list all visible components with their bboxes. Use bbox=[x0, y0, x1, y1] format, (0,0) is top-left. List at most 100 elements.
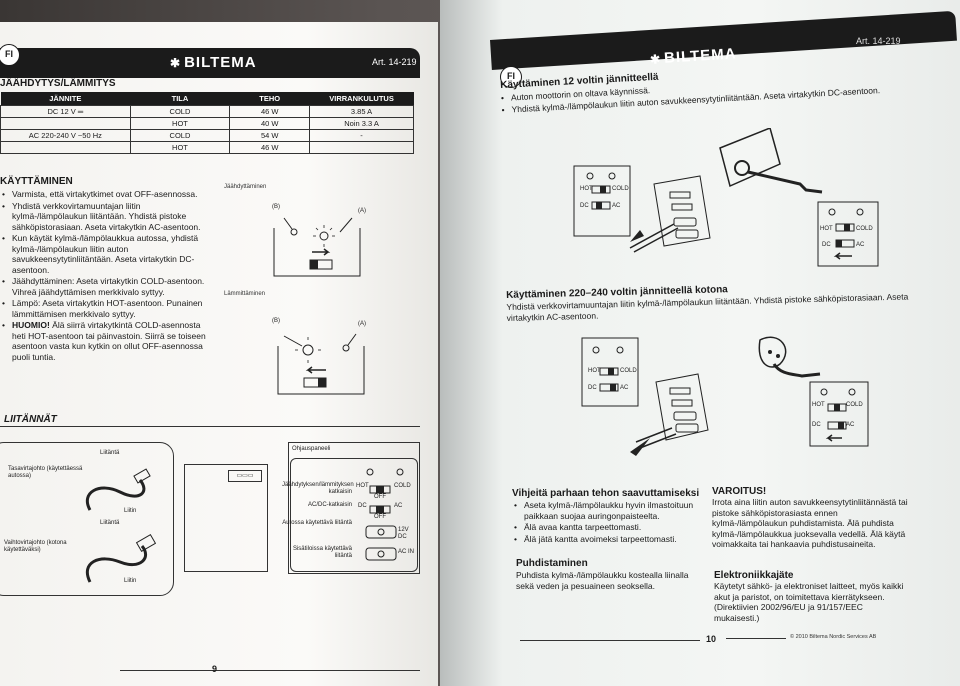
switch-hot-label: HOT bbox=[356, 483, 369, 489]
switch-cold-label: COLD bbox=[394, 483, 411, 489]
section-connections: LIITÄNNÄT bbox=[4, 414, 57, 425]
table-cell: 46 W bbox=[229, 105, 311, 118]
section-usage: KÄYTTÄMINEN bbox=[0, 176, 73, 187]
usage-12v-block: Käyttäminen 12 voltin jännitteellä Auton… bbox=[500, 57, 941, 116]
text-electronic-waste: Käytetyt sähkö- ja elektroniset laitteet… bbox=[714, 581, 904, 623]
table-cell: COLD bbox=[129, 129, 231, 142]
list-item: Lämpö: Aseta virtakytkin HOT-asentoon. P… bbox=[2, 298, 212, 319]
usage-220v-block: Käyttäminen 220–240 voltin jännitteellä … bbox=[506, 278, 947, 323]
bag-side-outline bbox=[184, 464, 268, 572]
switch-dc-label: DC bbox=[358, 503, 367, 509]
table-header: JÄNNITE bbox=[0, 92, 131, 106]
list-item: HUOMIO! Älä siirrä virtakytkintä COLD-as… bbox=[2, 320, 212, 362]
list-item: Yhdistä verkkovirtamuuntajan liitin kylm… bbox=[2, 201, 212, 233]
list-item: Älä jätä kantta avoimeksi tarpeettomasti… bbox=[514, 534, 704, 545]
table-row: HOT 46 W bbox=[0, 141, 414, 154]
switch-hot-label: HOT bbox=[820, 226, 833, 232]
cooling-diagram bbox=[273, 217, 361, 277]
socket-ac-label: AC IN bbox=[398, 549, 415, 555]
section-tips: Vihjeitä parhaan tehon saavuttamiseksi bbox=[512, 488, 700, 499]
switch-dc-label: DC bbox=[580, 203, 589, 209]
left-brand-logo: BILTEMA bbox=[170, 54, 257, 71]
cooling-label-a: (A) bbox=[358, 208, 366, 214]
text-cleaning: Puhdista kylmä-/lämpölaukku kostealla li… bbox=[516, 570, 689, 591]
control-panel-switches bbox=[365, 468, 404, 561]
cords-drawing bbox=[85, 468, 157, 583]
plug-label: Liitin bbox=[124, 578, 137, 584]
home-connection-illustration bbox=[581, 336, 869, 456]
heating-diagram bbox=[277, 333, 365, 395]
copyright-notice: © 2010 Biltema Nordic Services AB bbox=[790, 634, 877, 640]
cooling-label-b: (B) bbox=[272, 204, 280, 210]
switch-off-label: OFF bbox=[374, 494, 386, 500]
table-cell: Noin 3.3 A bbox=[309, 117, 414, 130]
right-page-number: 10 bbox=[706, 634, 717, 644]
table-cell: - bbox=[309, 129, 414, 142]
table-cell bbox=[309, 141, 414, 154]
connector-label: Liitäntä bbox=[100, 520, 120, 526]
panel-label-home-socket: Sisätiloissa käytettävä liitäntä bbox=[292, 546, 352, 559]
switch-hot-label: HOT bbox=[588, 368, 601, 374]
footer-rule-right bbox=[726, 638, 786, 639]
footer-rule bbox=[120, 670, 420, 671]
tips-bullet-list: Aseta kylmä-/lämpölaukku hyvin ilmastoit… bbox=[514, 500, 704, 545]
car-cord-label: Tasavirtajohto (käytettäessä autossa) bbox=[8, 466, 83, 479]
table-cell: 40 W bbox=[229, 117, 311, 130]
heating-figure-caption: Lämmittäminen bbox=[224, 291, 266, 297]
table-cell: 46 W bbox=[229, 141, 311, 154]
car-connection-illustration bbox=[573, 128, 879, 267]
table-cell: DC 12 V ═ bbox=[0, 105, 131, 118]
right-language-badge: FI bbox=[500, 66, 522, 88]
usage-bullet-list: Varmista, että virtakytkimet ovat OFF-as… bbox=[2, 189, 212, 363]
list-item: Aseta kylmä-/lämpölaukku hyvin ilmastoit… bbox=[514, 500, 704, 521]
left-language-badge: FI bbox=[0, 44, 20, 66]
switch-cold-label: COLD bbox=[846, 402, 863, 408]
right-art-number: Art. 14-219 bbox=[856, 36, 901, 46]
switch-hot-label: HOT bbox=[812, 402, 825, 408]
panel-label-acdc-switch: AC/DC-katkaisin bbox=[307, 502, 352, 508]
list-item: Älä avaa kantta tarpeettomasti. bbox=[514, 522, 704, 533]
control-panel-frame bbox=[288, 442, 420, 574]
footer-rule-left bbox=[520, 640, 700, 641]
panel-label-car-socket: Autossa käytettävä liitäntä bbox=[282, 520, 352, 526]
table-header: TEHO bbox=[229, 92, 310, 106]
table-header-row: JÄNNITE TILA TEHO VIRRANKULUTUS bbox=[0, 92, 414, 106]
table-cell bbox=[0, 117, 131, 130]
switch-cold-label: COLD bbox=[856, 226, 873, 232]
list-item: Kun käytät kylmä-/lämpölaukkua autossa, … bbox=[2, 233, 212, 275]
switch-hot-label: HOT bbox=[580, 186, 593, 192]
list-item: Jäähdyttäminen: Aseta virtakytkin COLD-a… bbox=[2, 276, 212, 297]
table-header: VIRRANKULUTUS bbox=[309, 92, 414, 106]
table-row: HOT 40 W Noin 3.3 A bbox=[0, 117, 414, 130]
table-header: TILA bbox=[130, 92, 230, 106]
section-electronic-waste: Elektroniikkajäte bbox=[714, 570, 794, 581]
cords-figure bbox=[0, 442, 174, 596]
switch-cold-label: COLD bbox=[620, 368, 637, 374]
left-manual-page: FI BILTEMA Art. 14-219 JÄÄHDYTYS/LÄMMITY… bbox=[0, 22, 438, 686]
switch-ac-label: AC bbox=[394, 503, 403, 509]
control-panel-inner bbox=[290, 458, 418, 572]
right-manual-page: FI BILTEMA Art. 14-219 Käyttäminen 12 vo… bbox=[440, 0, 960, 686]
table-row: DC 12 V ═ COLD 46 W 3.85 A bbox=[0, 105, 414, 118]
switch-cold-label: COLD bbox=[612, 186, 629, 192]
switch-ac-label: AC bbox=[846, 422, 855, 428]
switch-dc-label: DC bbox=[822, 242, 831, 248]
plug-label: Liitin bbox=[124, 508, 137, 514]
table-cell: 3.85 A bbox=[309, 105, 414, 118]
warning-label: HUOMIO! bbox=[12, 320, 50, 330]
control-panel-title: Ohjauspaneeli bbox=[292, 446, 331, 452]
switch-dc-label: DC bbox=[588, 385, 597, 391]
table-cell: AC 220-240 V ~50 Hz bbox=[0, 129, 131, 142]
section-cleaning: Puhdistaminen bbox=[516, 558, 588, 569]
table-cell: COLD bbox=[129, 105, 231, 118]
switch-ac-label: AC bbox=[612, 203, 621, 209]
section-warning: VAROITUS! bbox=[712, 486, 767, 497]
switch-ac-label: AC bbox=[620, 385, 629, 391]
switch-ac-label: AC bbox=[856, 242, 865, 248]
text-warning: Irrota aina liitin auton savukkeensytyti… bbox=[712, 497, 908, 549]
section-cooling-heating: JÄÄHDYTYS/LÄMMITYS bbox=[0, 78, 116, 89]
cooling-figure-caption: Jäähdyttäminen bbox=[224, 184, 267, 190]
heating-label-b: (B) bbox=[272, 318, 280, 324]
warning-text: Älä siirrä virtakytkintä COLD-asennosta … bbox=[12, 320, 206, 362]
table-cell: 54 W bbox=[229, 129, 311, 142]
